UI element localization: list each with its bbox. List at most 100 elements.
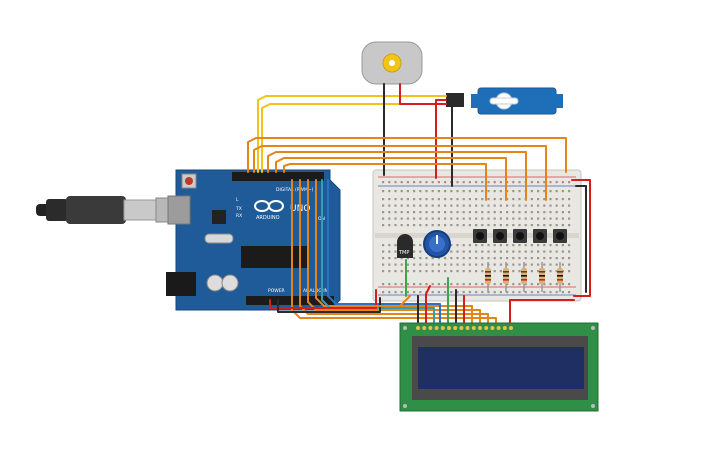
breadboard-hole [388,211,391,214]
breadboard-hole [419,257,422,260]
breadboard-hole [530,204,533,207]
breadboard-hole [568,250,571,253]
breadboard-hole [382,270,385,273]
breadboard-hole [543,224,546,227]
breadboard-hole [568,204,571,207]
breadboard-hole [481,250,484,253]
lcd-pin [509,326,513,330]
breadboard-hole [506,181,509,184]
lcd-pin [496,326,501,330]
breadboard-hole [524,211,527,214]
breadboard-hole [450,250,453,253]
breadboard-hole [475,263,478,266]
breadboard-hole [450,190,453,193]
breadboard-hole [561,291,564,294]
breadboard-hole [481,291,484,294]
breadboard-hole [475,270,478,273]
breadboard-hole [413,211,416,214]
breadboard-hole [394,291,397,294]
breadboard-hole [468,211,471,214]
breadboard-hole [568,283,571,286]
lcd-pin [471,326,476,330]
breadboard-hole [388,224,391,227]
breadboard-hole [388,250,391,253]
breadboard-hole [456,217,459,220]
breadboard-hole [499,198,502,201]
breadboard-hole [431,181,434,184]
breadboard-hole [413,204,416,207]
breadboard-hole [512,250,515,253]
breadboard-hole [437,198,440,201]
breadboard-hole [543,204,546,207]
breadboard-hole [450,283,453,286]
breadboard-hole [543,250,546,253]
breadboard-hole [444,291,447,294]
breadboard-hole [400,204,403,207]
breadboard-hole [481,181,484,184]
breadboard-hole [394,198,397,201]
breadboard-hole [437,270,440,273]
breadboard-hole [512,283,515,286]
breadboard-hole [425,181,428,184]
lcd-pin [428,326,433,330]
breadboard-hole [388,263,391,266]
breadboard-hole [419,211,422,214]
breadboard-hole [450,244,453,247]
breadboard-hole [431,291,434,294]
breadboard-hole [388,270,391,273]
l-label: L [236,197,239,203]
breadboard-hole [543,283,546,286]
resistor-band [521,271,527,273]
breadboard-hole [437,291,440,294]
breadboard-hole [537,190,540,193]
breadboard-hole [431,263,434,266]
breadboard-hole [425,257,428,260]
breadboard-hole [518,263,521,266]
breadboard-hole [481,270,484,273]
breadboard-hole [413,224,416,227]
breadboard-hole [475,283,478,286]
breadboard-hole [493,204,496,207]
breadboard-hole [456,257,459,260]
breadboard-hole [506,263,509,266]
breadboard-hole [431,283,434,286]
resistor-band [557,275,563,277]
breadboard-hole [518,190,521,193]
breadboard-hole [413,181,416,184]
breadboard-hole [549,198,552,201]
breadboard-hole [400,291,403,294]
usb-cable [36,196,181,224]
breadboard-hole [537,283,540,286]
resistor-band [539,275,545,277]
lcd-pin [440,326,445,330]
breadboard-hole [394,270,397,273]
breadboard-hole [406,263,409,266]
push-button-cap [476,232,484,240]
breadboard-hole [512,198,515,201]
breadboard-hole [543,244,546,247]
breadboard-hole [524,217,527,220]
breadboard-hole [406,291,409,294]
breadboard-hole [499,244,502,247]
breadboard-hole [450,211,453,214]
breadboard-hole [549,204,552,207]
breadboard-hole [456,204,459,207]
breadboard-hole [468,270,471,273]
breadboard-hole [568,181,571,184]
breadboard-hole [506,190,509,193]
breadboard-hole [499,270,502,273]
breadboard-hole [413,257,416,260]
breadboard-hole [493,270,496,273]
breadboard-hole [450,204,453,207]
breadboard-hole [394,181,397,184]
breadboard-hole [543,217,546,220]
breadboard-hole [561,204,564,207]
breadboard-hole [413,244,416,247]
breadboard-hole [388,181,391,184]
breadboard-hole [437,263,440,266]
breadboard-hole [506,291,509,294]
breadboard-hole [512,224,515,227]
breadboard-hole [568,291,571,294]
breadboard-hole [382,244,385,247]
